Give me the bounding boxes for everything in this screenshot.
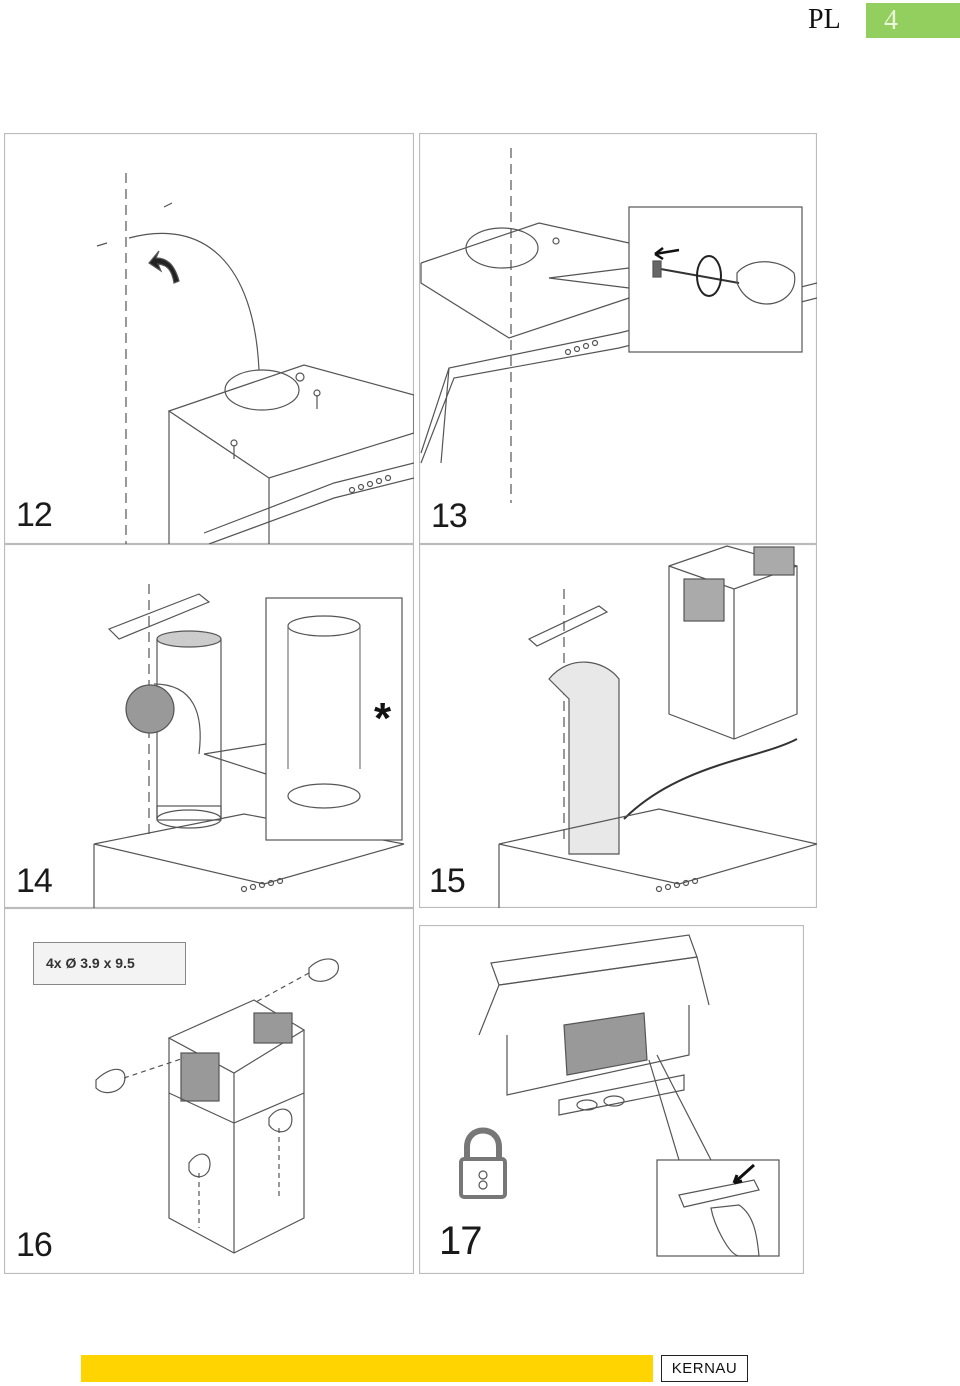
language-label: PL xyxy=(808,4,841,35)
arrow-icon xyxy=(732,1163,756,1185)
step-15-illustration xyxy=(419,544,817,908)
arrow-icon xyxy=(654,247,680,261)
step-17-illustration xyxy=(419,925,804,1274)
footer-accent-bar xyxy=(81,1355,653,1382)
hand-icon xyxy=(268,1108,293,1133)
step-14-illustration xyxy=(4,544,414,908)
step-16-illustration xyxy=(4,908,414,1274)
step-12-panel: 12 xyxy=(4,133,414,544)
screw-spec-label: 4x Ø 3.9 x 9.5 xyxy=(33,942,186,985)
hand-icon xyxy=(736,261,796,305)
step-number: 14 xyxy=(16,862,53,900)
arrow-icon xyxy=(148,250,180,284)
step-number: 15 xyxy=(429,862,466,900)
step-number: 12 xyxy=(16,496,53,534)
step-13-panel: 13 xyxy=(419,133,817,544)
hand-icon xyxy=(95,1068,126,1094)
optional-marker: * xyxy=(374,694,392,743)
step-14-panel: 14 xyxy=(4,544,414,908)
step-12-illustration xyxy=(4,133,414,544)
flexible-duct xyxy=(287,626,361,769)
step-15-panel: 15 xyxy=(419,544,817,908)
hand-icon xyxy=(710,1204,760,1257)
padlock-icon xyxy=(459,1127,507,1199)
step-number: 13 xyxy=(431,497,468,535)
step-17-panel: 17 xyxy=(419,925,804,1274)
step-13-illustration xyxy=(419,133,817,544)
hand-icon xyxy=(308,958,340,982)
arrow-icon xyxy=(623,738,798,820)
brand-logo: KERNAU xyxy=(661,1355,748,1382)
page-number-badge: 4 xyxy=(866,3,960,38)
step-16-panel: 16 xyxy=(4,908,414,1274)
step-number: 17 xyxy=(439,1219,482,1263)
hand-icon xyxy=(188,1153,211,1178)
step-number: 16 xyxy=(16,1226,53,1264)
rotate-icon xyxy=(696,255,722,297)
